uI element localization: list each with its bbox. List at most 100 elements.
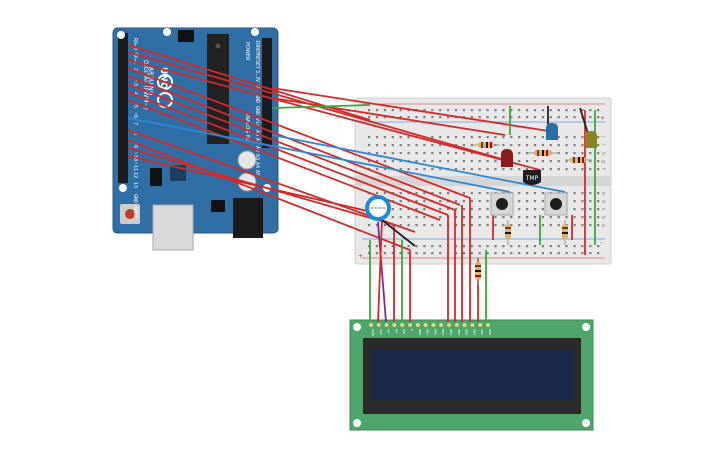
breadboard-hole (541, 160, 544, 163)
breadboard-hole (368, 224, 371, 227)
pushbutton[interactable] (544, 192, 568, 216)
breadboard-hole (431, 152, 434, 155)
breadboard-hole (383, 252, 386, 255)
breadboard-hole (526, 245, 529, 248)
breadboard-hole (589, 224, 592, 227)
digital-pin-label: RX←0 (132, 38, 138, 50)
pushbutton[interactable] (490, 192, 514, 216)
breadboard-hole (470, 116, 473, 119)
breadboard-hole (557, 168, 560, 171)
lcd-pin[interactable] (400, 323, 405, 327)
wire-red (377, 219, 383, 323)
breadboard-hole (375, 109, 379, 112)
breadboard-hole (533, 136, 537, 139)
breadboard-hole (589, 152, 592, 155)
breadboard-hole (565, 116, 568, 119)
wire-red (127, 59, 541, 171)
breadboard-hole (541, 136, 544, 139)
resistor[interactable] (565, 157, 592, 163)
breadboard-hole (581, 252, 584, 255)
breadboard-hole (375, 116, 379, 119)
lcd-pin[interactable] (447, 323, 451, 327)
breadboard-hole (549, 109, 552, 112)
breadboard-hole (462, 208, 465, 211)
breadboard-hole (470, 136, 473, 139)
breadboard-hole (494, 216, 497, 219)
lcd-pin[interactable] (415, 323, 420, 327)
breadboard-hole (462, 200, 465, 203)
temp-sensor-label: TMP (525, 175, 539, 182)
breadboard-hole (486, 208, 489, 211)
breadboard-hole (462, 144, 465, 147)
breadboard-hole (549, 224, 552, 227)
breadboard-hole (399, 116, 402, 119)
wire-red (127, 139, 411, 251)
analog-pin-label: A3 (254, 154, 260, 160)
dc-jack (233, 198, 263, 238)
resistor[interactable] (472, 142, 500, 148)
breadboard-hole (439, 216, 442, 219)
breadboard-hole (573, 136, 576, 139)
lcd-pin-label: RW (402, 329, 406, 334)
led-red[interactable] (501, 149, 513, 167)
breadboard-hole (486, 116, 489, 119)
resistor[interactable] (505, 220, 511, 245)
resistor[interactable] (475, 258, 481, 285)
breadboard-hole (407, 216, 410, 219)
breadboard-hole (518, 116, 521, 119)
breadboard-hole (368, 109, 371, 112)
lcd-pin[interactable] (431, 323, 436, 327)
lcd-pin[interactable] (470, 323, 475, 327)
row-letter: a (600, 224, 606, 227)
breadboard-hole (478, 200, 481, 203)
potentiometer[interactable] (365, 195, 391, 221)
lcd-pin[interactable] (408, 323, 412, 327)
breadboard-hole (541, 192, 544, 195)
temperature-sensor[interactable]: TMP (523, 170, 541, 185)
lcd-pin[interactable] (454, 323, 459, 327)
lcd-pin[interactable] (392, 323, 397, 327)
lcd-pin[interactable] (423, 323, 428, 327)
breadboard-hole (589, 216, 592, 219)
breadboard-hole (383, 136, 386, 139)
breadboard-hole (518, 136, 521, 139)
breadboard-hole (510, 245, 513, 248)
lcd-pin[interactable] (376, 323, 381, 327)
breadboard-hole (407, 208, 410, 211)
breadboard-hole (597, 152, 600, 155)
breadboard-hole (375, 160, 379, 163)
led-blue[interactable] (546, 123, 558, 140)
breadboard-hole (533, 208, 537, 211)
breadboard-hole (494, 224, 497, 227)
breadboard-hole (573, 245, 576, 248)
resistor[interactable] (528, 150, 560, 156)
led-yellow[interactable] (585, 131, 597, 148)
lcd-pin[interactable] (384, 323, 389, 327)
lcd-pin[interactable] (439, 323, 444, 327)
breadboard-hole (557, 109, 560, 112)
breadboard-hole (478, 224, 481, 227)
breadboard-hole (589, 252, 592, 255)
breadboard-hole (518, 224, 521, 227)
lcd-pin[interactable] (478, 323, 483, 327)
breadboard-hole (581, 144, 584, 147)
resistor[interactable] (562, 220, 568, 245)
breadboard-hole (383, 116, 386, 119)
lcd-pin[interactable] (369, 323, 373, 327)
breadboard-hole (431, 168, 434, 171)
lcd-pin[interactable] (462, 323, 467, 327)
breadboard-hole (581, 192, 584, 195)
breadboard-hole (439, 144, 442, 147)
arduino-uno-board[interactable]: UNO ARDUINO RX←0 TX→1 2 ~3 4 ~5 ~6 7 8 ~… (112, 27, 279, 251)
breadboard-hole (486, 245, 489, 248)
breadboard-hole (526, 200, 529, 203)
digital-pin-label: ~5 (132, 102, 138, 108)
breadboard-hole (439, 252, 442, 255)
power-pin-label: 5V (254, 84, 260, 90)
breadboard-hole (423, 208, 426, 211)
breadboard-hole (447, 160, 450, 163)
lcd-pin[interactable] (486, 323, 490, 327)
breadboard-hole (431, 252, 434, 255)
breadboard-hole (478, 208, 481, 211)
